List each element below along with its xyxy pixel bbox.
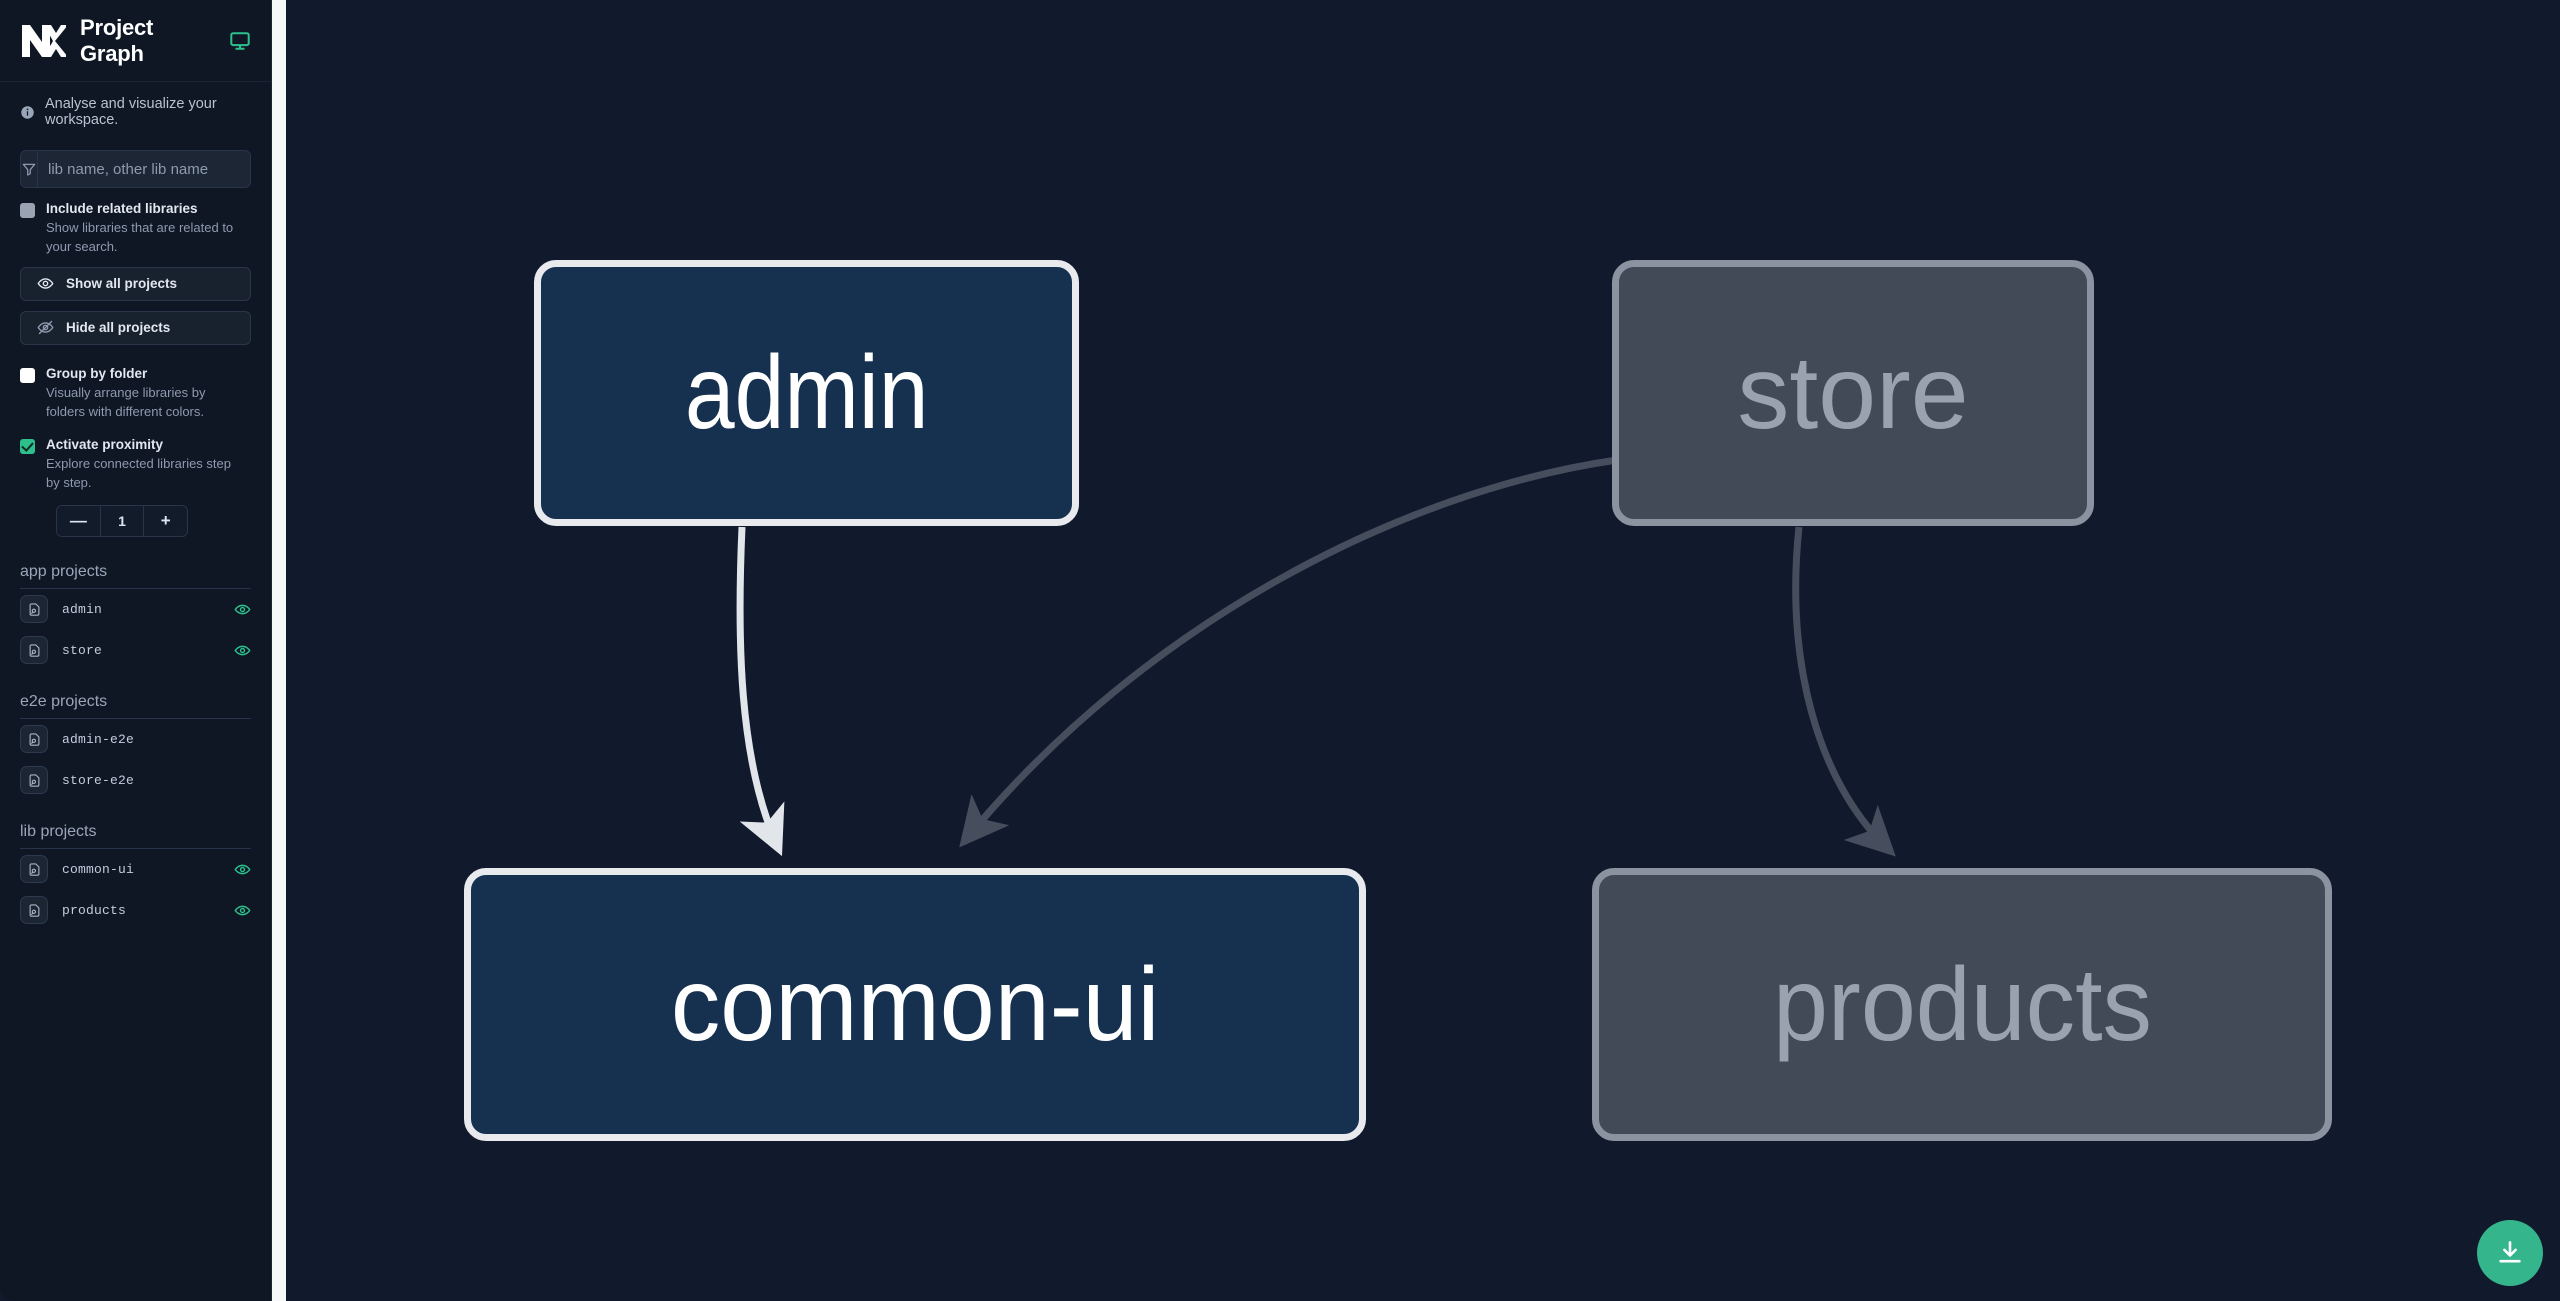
graph-node-label: common-ui: [670, 946, 1160, 1063]
eye-icon: [37, 278, 54, 290]
project-row-store[interactable]: store: [20, 630, 251, 671]
graph-node-store[interactable]: store: [1612, 260, 2094, 526]
project-file-icon: [20, 636, 48, 665]
graph-edges: [736, 456, 1896, 857]
project-row-admin-e2e[interactable]: admin-e2e: [20, 719, 251, 760]
proximity-decrement-button[interactable]: —: [57, 505, 100, 536]
edge-store-to-common-ui: [959, 456, 1618, 848]
include-related-checkbox[interactable]: [20, 203, 35, 218]
proximity-stepper[interactable]: — 1 +: [56, 504, 188, 537]
show-all-projects-label: Show all projects: [66, 276, 178, 292]
project-group-title: lib projects: [20, 823, 251, 849]
proximity-value: 1: [99, 505, 145, 536]
download-icon: [2499, 1241, 2521, 1263]
sidebar-header: Project Graph: [0, 0, 271, 82]
nx-logo-icon: [20, 21, 68, 61]
sidebar-divider: [286, 0, 287, 1301]
sidebar: Project Graph Analyse and visualize your…: [0, 0, 272, 1301]
graph-node-label: store: [1737, 335, 1969, 451]
eye-icon[interactable]: [234, 601, 251, 618]
monitor-icon[interactable]: [229, 30, 251, 52]
project-name: common-ui: [62, 861, 135, 877]
project-name: store: [62, 642, 103, 658]
download-button[interactable]: [2477, 1220, 2543, 1286]
project-group-e2e: e2e projects admin-e2e store-e2: [0, 693, 271, 801]
eye-off-icon: [37, 321, 54, 335]
group-by-folder-checkbox[interactable]: [20, 367, 35, 383]
graph-node-common-ui[interactable]: common-ui: [464, 868, 1366, 1141]
project-row-store-e2e[interactable]: store-e2e: [20, 760, 251, 801]
group-by-folder-description: Visually arrange libraries by folders wi…: [46, 385, 206, 419]
project-file-icon: [20, 855, 48, 884]
project-row-products[interactable]: products: [20, 890, 251, 931]
hide-all-projects-button[interactable]: Hide all projects: [20, 310, 251, 345]
option-group-by-folder[interactable]: Group by folder Visually arrange librari…: [0, 345, 271, 422]
include-related-description: Show libraries that are related to your …: [46, 220, 234, 255]
info-circle-icon: [20, 105, 35, 120]
edge-store-to-products: [1792, 526, 1896, 857]
hide-all-projects-label: Hide all projects: [66, 320, 171, 336]
project-group-title: app projects: [20, 563, 251, 589]
eye-icon[interactable]: [234, 902, 251, 919]
project-group-title: e2e projects: [20, 693, 251, 719]
graph-node-products[interactable]: products: [1592, 868, 2332, 1141]
graph-node-label: admin: [684, 335, 929, 451]
project-name: products: [62, 902, 127, 918]
project-file-icon: [20, 725, 48, 754]
project-file-icon: [20, 896, 48, 925]
project-group-lib: lib projects common-ui: [0, 823, 271, 931]
include-related-label: Include related libraries: [46, 201, 198, 216]
sidebar-scrollbar[interactable]: [272, 0, 286, 1301]
search-input[interactable]: [38, 151, 250, 187]
project-group-app: app projects admin: [0, 563, 271, 671]
graph-node-label: products: [1772, 946, 2152, 1063]
project-file-icon: [20, 595, 48, 624]
activate-proximity-description: Explore connected libraries step by step…: [46, 456, 231, 490]
option-include-related-libraries[interactable]: Include related libraries Show libraries…: [0, 188, 271, 257]
project-name: admin-e2e: [62, 731, 135, 747]
project-name: admin: [62, 601, 103, 617]
graph-node-admin[interactable]: admin: [534, 260, 1079, 526]
search-box[interactable]: [20, 150, 251, 188]
project-file-icon: [20, 766, 48, 795]
show-all-projects-button[interactable]: Show all projects: [20, 266, 251, 301]
project-name: store-e2e: [62, 772, 135, 788]
sidebar-tagline: Analyse and visualize your workspace.: [0, 82, 271, 138]
activate-proximity-label: Activate proximity: [46, 436, 164, 452]
edge-admin-to-common-ui: [736, 526, 785, 857]
filter-funnel-icon: [21, 151, 38, 187]
graph-canvas[interactable]: admin store common-ui products: [287, 0, 2560, 1301]
group-by-folder-label: Group by folder: [46, 365, 148, 381]
eye-icon[interactable]: [234, 642, 251, 659]
eye-icon[interactable]: [234, 861, 251, 878]
sidebar-tagline-text: Analyse and visualize your workspace.: [45, 96, 217, 128]
project-row-common-ui[interactable]: common-ui: [20, 849, 251, 890]
option-activate-proximity[interactable]: Activate proximity Explore connected lib…: [0, 422, 271, 493]
page-title: Project Graph: [80, 14, 154, 66]
proximity-increment-button[interactable]: +: [144, 505, 187, 536]
activate-proximity-checkbox[interactable]: [20, 438, 35, 454]
project-row-admin[interactable]: admin: [20, 589, 251, 630]
